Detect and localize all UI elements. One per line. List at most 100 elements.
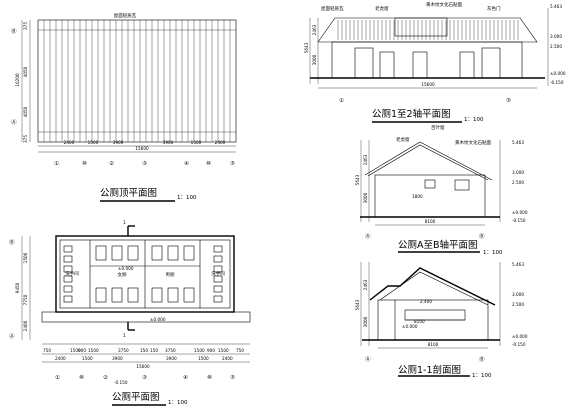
elev12-label-roof: 屋面轻质瓦 bbox=[321, 5, 344, 12]
toilet-stall bbox=[183, 245, 195, 261]
wash-basin bbox=[63, 265, 73, 273]
s11-dim-left: 5643 bbox=[355, 299, 360, 310]
roof-axis: ③ bbox=[142, 161, 147, 167]
s11-dim-inner: 8100 bbox=[414, 319, 425, 324]
roof-axis: ④ bbox=[184, 161, 189, 167]
floor-dim-bottom: 1500 bbox=[88, 348, 99, 353]
roof-tile-lines bbox=[43, 20, 231, 142]
s11-level: ±0.000 bbox=[402, 324, 418, 329]
eab-level: 3.000 bbox=[512, 170, 524, 175]
roof-axis: ② bbox=[109, 160, 114, 167]
floor-dim-bottom2: 3900 bbox=[112, 356, 123, 361]
floor-plan-title: 公厕平面图 bbox=[112, 392, 160, 403]
roof-dim-bottom: 2400 bbox=[64, 140, 75, 145]
toilet-stall bbox=[111, 245, 123, 261]
roof-plan-title: 公厕顶平面图 bbox=[100, 188, 157, 199]
eab-dim-left: 2463 bbox=[363, 154, 368, 165]
eab-louver bbox=[424, 179, 436, 189]
elev12-dim-left: 5643 bbox=[304, 42, 309, 53]
elev12-level: 3.000 bbox=[550, 34, 562, 39]
toilet-stall bbox=[95, 245, 107, 261]
floor-dim-bottom: 3750 bbox=[165, 348, 176, 353]
s11-axis: Ⓑ bbox=[479, 355, 485, 363]
floor-dim-bottom: 900 bbox=[207, 348, 215, 353]
floor-axis: ⑩ bbox=[79, 374, 84, 381]
section-1-1: 2.400 ±0.000 5643 3000 2463 5.463 3.000 … bbox=[355, 262, 528, 379]
floor-axis-b: Ⓑ bbox=[9, 238, 15, 246]
eab-level: ±0.000 bbox=[512, 210, 528, 215]
wash-basin bbox=[213, 255, 223, 263]
s11-level-r: -0.150 bbox=[512, 342, 526, 347]
wash-basin bbox=[213, 245, 223, 253]
roof-dim-bottom: 3900 bbox=[113, 140, 124, 145]
eab-level: -0.150 bbox=[512, 218, 526, 223]
elev12-title: 公厕1至2轴平面图 bbox=[372, 108, 451, 120]
wash-basin bbox=[63, 245, 73, 253]
elevation-1-2: 屋面轻质瓦 老虎窗 黄木纹文化石贴面 灰色门 3000 5643 2463 5.… bbox=[304, 1, 566, 123]
wash-basin bbox=[63, 295, 73, 303]
roof-axis: ① bbox=[54, 161, 59, 167]
floor-dim-left: 2400 bbox=[23, 320, 28, 331]
roof-axis-row: ① ⑩ ② ③ ④ ⑩ ⑤ bbox=[54, 160, 235, 167]
floor-dim-bottom: 1500 bbox=[194, 348, 205, 353]
floor-dim-bottom: 150 bbox=[140, 348, 148, 353]
wash-basin bbox=[63, 255, 73, 263]
eab-level: 2.500 bbox=[512, 180, 524, 185]
elev12-dormer bbox=[394, 17, 448, 37]
elev12-level: 5.463 bbox=[550, 4, 562, 9]
eab-scale: 1：100 bbox=[483, 250, 503, 256]
elev12-label-door: 灰色门 bbox=[487, 5, 501, 12]
s11-level-r: 3.000 bbox=[512, 292, 524, 297]
toilet-stall bbox=[111, 287, 123, 303]
wash-basin bbox=[63, 275, 73, 283]
floor-axis-row: ① ⑩ ② ③ ④ ⑩ ⑤ bbox=[55, 374, 235, 381]
roof-dim-bottom: 3900 bbox=[163, 140, 174, 145]
floor-dim-bottom2: 3900 bbox=[166, 356, 177, 361]
floor-axis: ③ bbox=[142, 375, 147, 381]
eab-wall bbox=[374, 174, 486, 218]
elev12-roof-lines bbox=[337, 20, 519, 40]
toilet-stall bbox=[151, 245, 163, 261]
s11-level-r: 5.463 bbox=[512, 262, 524, 267]
eab-level: 5.463 bbox=[512, 140, 524, 145]
floor-dim-left: 7750 bbox=[23, 294, 28, 305]
floor-axis: ② bbox=[103, 374, 108, 381]
elev12-roof bbox=[317, 17, 538, 43]
wash-basin bbox=[213, 275, 223, 283]
roof-axis-b: Ⓑ bbox=[11, 27, 17, 35]
floor-dim-bottom: 3750 bbox=[118, 348, 129, 353]
floor-dim-left: 1500 bbox=[23, 252, 28, 263]
floor-dim-bottom2: 2400 bbox=[222, 356, 233, 361]
eab-label: 黄木纹文化石贴面 bbox=[455, 139, 491, 146]
floor-level: ±0.000 bbox=[118, 266, 134, 271]
elev12-dim-left: 2463 bbox=[312, 24, 317, 35]
roof-plan: 屋面轻质瓦 4050 10200 4050 375 375 Ⓑ Ⓐ 2400 1… bbox=[11, 12, 237, 202]
floor-plan-scale: 1：100 bbox=[168, 400, 188, 406]
toilet-stall bbox=[167, 245, 179, 261]
roof-ridge-label: 屋面轻质瓦 bbox=[114, 12, 137, 19]
floor-dim-bottom: 1500 bbox=[218, 348, 229, 353]
roof-dim-bottom: 1500 bbox=[191, 140, 202, 145]
roof-axis-a: Ⓐ bbox=[11, 118, 17, 126]
s11-level-r: 2.500 bbox=[512, 302, 524, 307]
floor-dim-bottom: 1500 bbox=[70, 348, 81, 353]
eab-dim-left: 5643 bbox=[355, 174, 360, 185]
eab-dim-inner: 1800 bbox=[412, 194, 423, 199]
roof-dim-total: 15600 bbox=[135, 146, 149, 151]
roof-dim-bottom: 2400 bbox=[215, 140, 226, 145]
wash-basin bbox=[213, 295, 223, 303]
floor-dim-bottom: 150 bbox=[150, 348, 158, 353]
elev12-scale: 1：100 bbox=[464, 117, 484, 123]
roof-outline bbox=[37, 19, 237, 143]
s11-level: 2.400 bbox=[420, 299, 432, 304]
toilet-stall bbox=[167, 287, 179, 303]
section-mark-bottom: 1 bbox=[123, 333, 126, 339]
s11-dim-total: 8100 bbox=[428, 342, 439, 347]
floor-axis: ⑤ bbox=[230, 375, 235, 381]
elevation-a-b: 老虎窗 百叶窗 黄木纹文化石贴面 5643 3000 2463 5.463 3.… bbox=[355, 124, 528, 256]
s11-dim-left: 2463 bbox=[363, 279, 368, 290]
floor-axis-a: Ⓐ bbox=[9, 332, 15, 340]
s11-dim-left: 3000 bbox=[363, 316, 368, 327]
wash-basin bbox=[63, 285, 73, 293]
s11-axis: Ⓐ bbox=[365, 355, 371, 363]
